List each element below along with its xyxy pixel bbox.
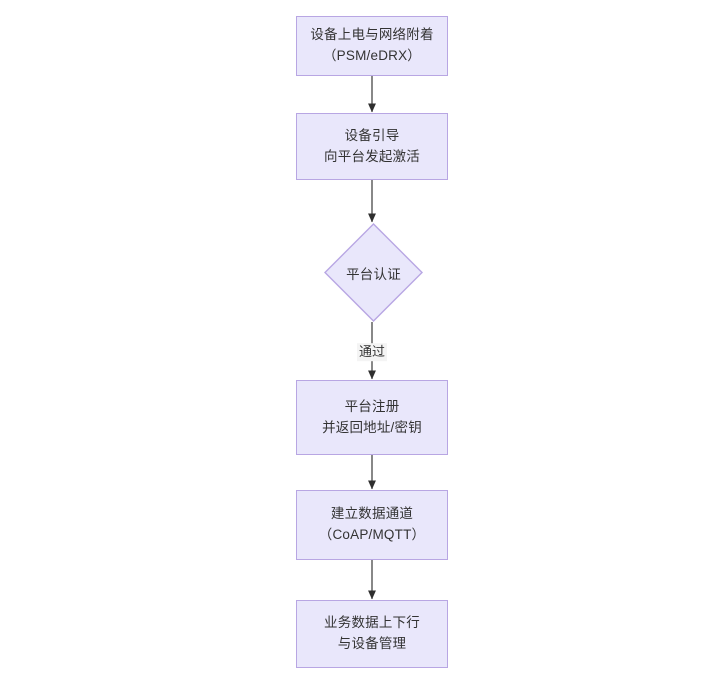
node-bootstrap[interactable]: 设备引导 向平台发起激活 bbox=[296, 113, 448, 180]
node-platform-auth-label: 平台认证 bbox=[346, 266, 401, 282]
node-platform-register[interactable]: 平台注册 并返回地址/密钥 bbox=[296, 380, 448, 455]
node-power-on[interactable]: 设备上电与网络附着 （PSM/eDRX） bbox=[296, 16, 448, 76]
node-platform-auth-decision[interactable]: 平台认证 bbox=[324, 223, 423, 322]
node-data-channel-line2: （CoAP/MQTT） bbox=[318, 527, 426, 542]
node-data-channel[interactable]: 建立数据通道 （CoAP/MQTT） bbox=[296, 490, 448, 560]
node-platform-register-line2: 并返回地址/密钥 bbox=[322, 419, 422, 435]
node-power-on-line2: （PSM/eDRX） bbox=[322, 48, 422, 63]
diamond-shape bbox=[324, 223, 423, 322]
node-platform-register-line1: 平台注册 bbox=[344, 398, 400, 414]
edge-label-pass: 通过 bbox=[356, 343, 388, 361]
node-business-data[interactable]: 业务数据上下行 与设备管理 bbox=[296, 600, 448, 668]
node-bootstrap-line2: 向平台发起激活 bbox=[324, 148, 420, 164]
node-bootstrap-line1: 设备引导 bbox=[344, 127, 400, 143]
node-business-data-line1: 业务数据上下行 bbox=[324, 615, 420, 631]
node-data-channel-line1: 建立数据通道 bbox=[330, 506, 414, 522]
node-business-data-line2: 与设备管理 bbox=[337, 636, 407, 651]
node-power-on-line1: 设备上电与网络附着 bbox=[310, 27, 434, 43]
